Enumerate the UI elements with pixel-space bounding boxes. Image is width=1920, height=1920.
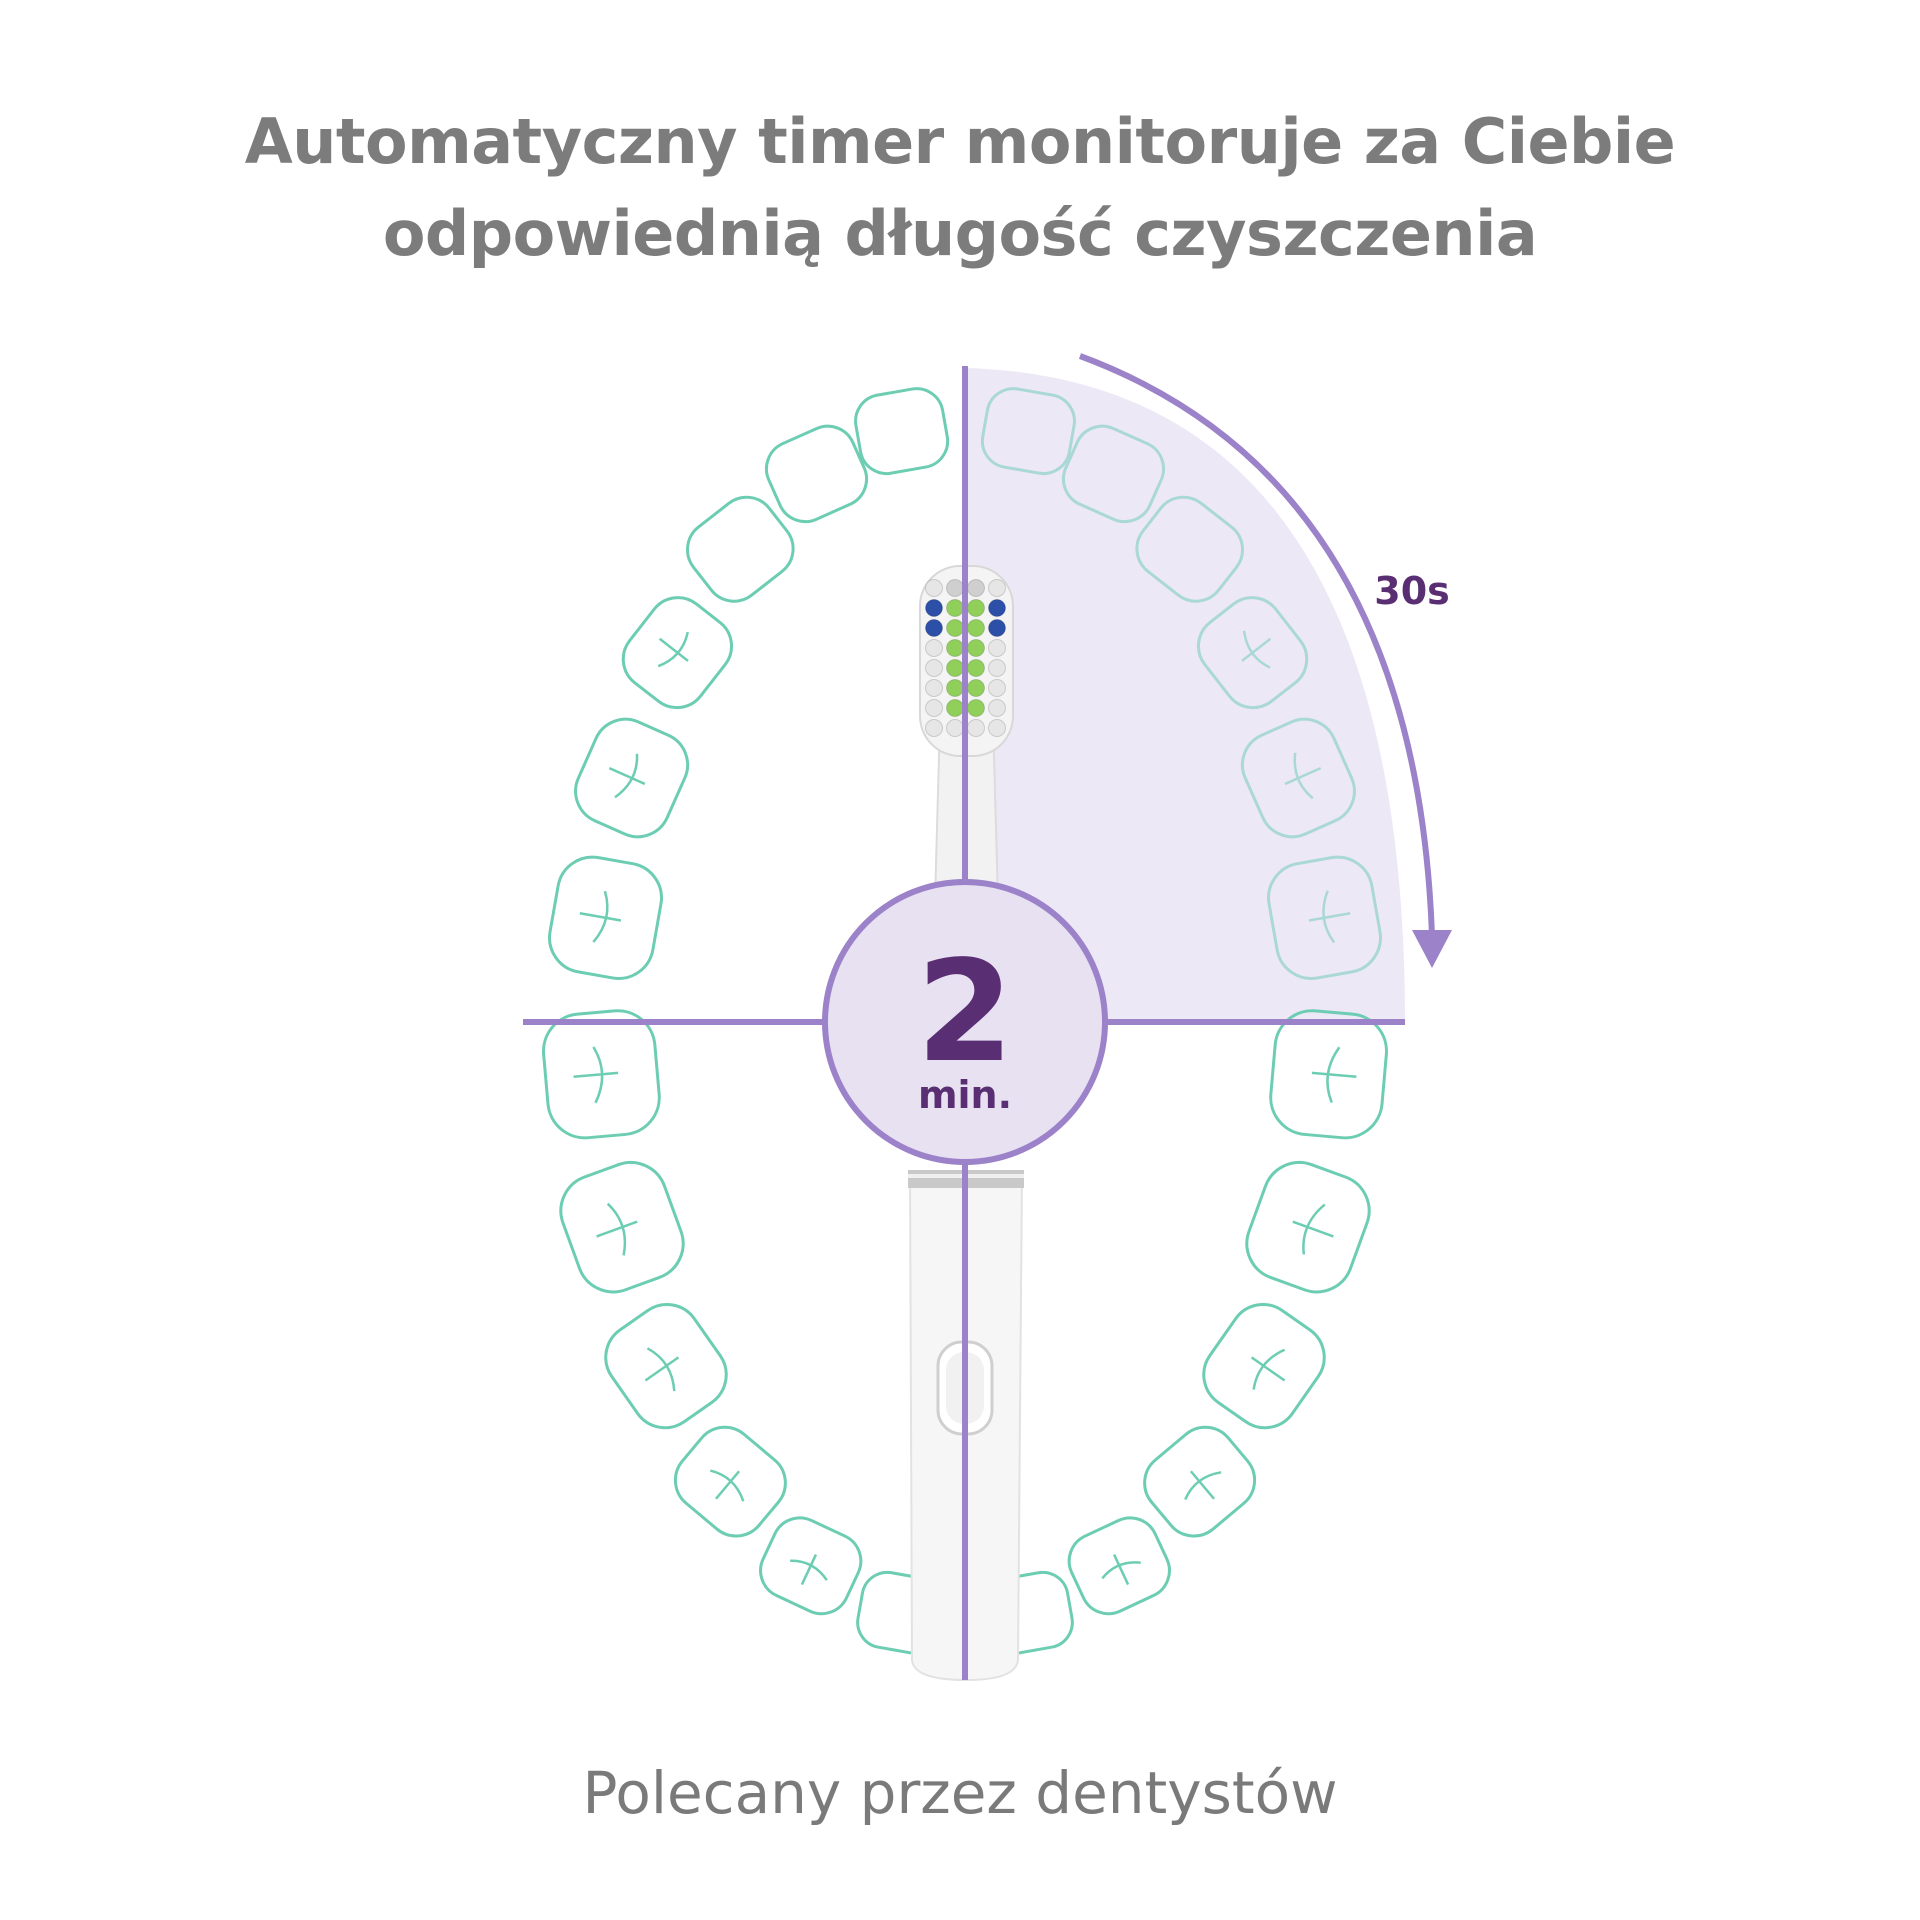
tooth-icon: [686, 495, 795, 603]
bristle: [988, 579, 1006, 597]
tooth-icon: [1135, 495, 1244, 603]
bristle: [967, 619, 985, 637]
tooth-icon: [1143, 1425, 1257, 1538]
bristle: [946, 579, 964, 597]
tooth-icon: [548, 855, 663, 980]
bristle: [967, 579, 985, 597]
arrow-clockwise-icon: [1078, 353, 1452, 968]
teeth-arch-icon: [542, 387, 1388, 1655]
tooth-icon: [1267, 855, 1382, 980]
tooth-icon: [1061, 424, 1166, 524]
highlighted-quadrant: [965, 368, 1405, 1022]
bristle: [925, 719, 943, 737]
tooth-icon: [764, 424, 869, 524]
quadrant-duration-label: 30s: [1374, 569, 1450, 613]
headline-line-1: Automatyczny timer monitoruje za Ciebie: [244, 105, 1676, 178]
bristle: [988, 639, 1006, 657]
bristle: [967, 659, 985, 677]
tooth-icon: [673, 1425, 787, 1538]
tooth-icon: [1245, 1160, 1371, 1294]
bristle: [946, 699, 964, 717]
tooth-icon: [1269, 1009, 1388, 1140]
tooth-icon: [604, 1303, 728, 1430]
bristle: [988, 599, 1006, 617]
tooth-icon: [1202, 1303, 1326, 1430]
bristle: [925, 639, 943, 657]
toothbrush-bristles: [925, 579, 1006, 737]
bristle: [946, 659, 964, 677]
bristle: [988, 659, 1006, 677]
bristle: [925, 619, 943, 637]
tooth-icon: [854, 387, 950, 476]
tooth-icon: [759, 1516, 863, 1616]
tooth-icon: [559, 1160, 685, 1294]
bristle: [967, 599, 985, 617]
bristle: [925, 599, 943, 617]
bristle: [946, 719, 964, 737]
timer-value: 2: [916, 931, 1013, 1094]
headline-line-2: odpowiednią długość czyszczenia: [382, 197, 1538, 270]
bristle: [925, 579, 943, 597]
bristle: [946, 639, 964, 657]
tooth-icon: [1067, 1516, 1171, 1616]
bristle: [988, 719, 1006, 737]
bristle: [925, 659, 943, 677]
timer-unit: min.: [918, 1073, 1012, 1117]
tooth-icon: [980, 387, 1076, 476]
bristle: [988, 699, 1006, 717]
bristle: [967, 719, 985, 737]
bristle: [946, 679, 964, 697]
bristle: [925, 679, 943, 697]
bristle: [925, 699, 943, 717]
bristle: [967, 699, 985, 717]
tooth-icon: [1240, 717, 1356, 839]
headline: Automatyczny timer monitoruje za Ciebie …: [0, 96, 1920, 280]
bristle: [967, 639, 985, 657]
tooth-icon: [1196, 596, 1309, 710]
tooth-icon: [621, 596, 734, 710]
tooth-icon: [574, 717, 690, 839]
bristle: [988, 679, 1006, 697]
tooth-icon: [542, 1009, 661, 1140]
timer-badge: 2 min.: [822, 879, 1108, 1165]
bristle: [967, 679, 985, 697]
bristle: [946, 619, 964, 637]
footer-tagline: Polecany przez dentystów: [582, 1759, 1338, 1827]
bristle: [946, 599, 964, 617]
bristle: [988, 619, 1006, 637]
